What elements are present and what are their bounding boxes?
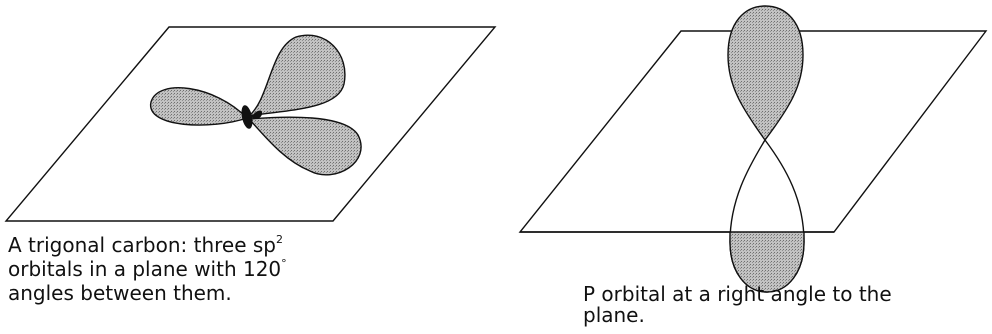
caption-line-3: angles between them.: [8, 281, 232, 305]
degree-sign: °: [281, 257, 287, 270]
left-plane: [4, 26, 497, 222]
caption-line-1: A trigonal carbon: three sp2: [8, 233, 283, 257]
caption-line-2: orbitals in a plane with 120°: [8, 257, 287, 281]
trigonal-carbon-figure: [4, 26, 497, 222]
p-orbital-figure: [518, 5, 988, 293]
p-lobe-lower-shaded: [730, 232, 804, 292]
sp2-lobe-left: [150, 87, 249, 126]
trigonal-carbon-caption: A trigonal carbon: three sp2 orbitals in…: [8, 233, 308, 305]
p-lobe-upper: [727, 5, 804, 142]
sp2-lobe-lower-right: [247, 116, 362, 176]
small-back-lobe: [251, 110, 263, 119]
caption-line-1: P orbital at a right angle to the: [583, 282, 892, 306]
sp2-lobe-upper-right: [246, 34, 346, 118]
p-orbital-caption: P orbital at a right angle to the plane.: [583, 284, 963, 326]
caption-line-2: plane.: [583, 303, 645, 327]
superscript-2: 2: [276, 233, 283, 246]
carbon-nucleus: [241, 105, 253, 129]
p-lobe-lower-edge: [729, 232, 805, 293]
